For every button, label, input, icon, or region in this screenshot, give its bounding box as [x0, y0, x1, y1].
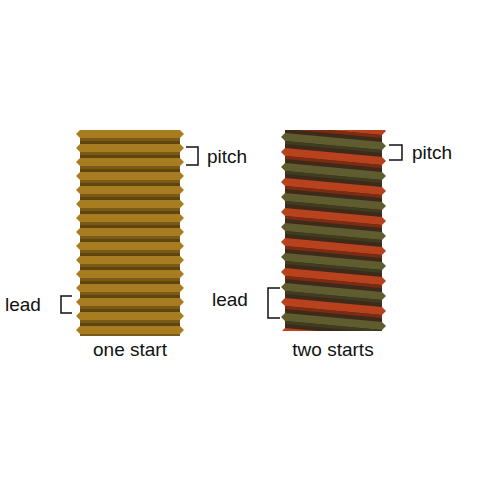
thread-flank: [80, 180, 180, 183]
thread-flank: [285, 156, 382, 168]
thread-flank: [285, 130, 382, 138]
thread-crest: [76, 326, 184, 334]
thread-crest: [76, 270, 184, 278]
thread-flank: [285, 231, 382, 243]
thread-crest: [76, 186, 184, 194]
thread-flank: [80, 138, 180, 141]
lead-label: lead: [212, 290, 248, 309]
pitch-label: pitch: [412, 143, 452, 162]
lead-label: lead: [5, 295, 41, 314]
thread-flank: [285, 186, 382, 198]
caption-label: one start: [93, 340, 167, 359]
thread-flank: [80, 278, 180, 281]
pitch-label: pitch: [207, 147, 247, 166]
thread-flank: [80, 250, 180, 253]
thread-crest: [76, 284, 184, 292]
pitch-bracket: [389, 145, 402, 160]
thread-flank: [285, 216, 382, 228]
thread-flank: [80, 292, 180, 295]
thread-crest: [76, 200, 184, 208]
thread-flank: [80, 194, 180, 197]
thread-crest: [76, 228, 184, 236]
thread-crest: [76, 312, 184, 320]
thread-crest: [76, 214, 184, 222]
thread-flank: [285, 291, 382, 303]
thread-crest: [76, 242, 184, 250]
thread-flank: [80, 306, 180, 309]
one-start-rod: [76, 130, 184, 336]
thread-flank: [80, 222, 180, 225]
thread-crest: [76, 158, 184, 166]
caption-label: two starts: [292, 340, 373, 359]
thread-crest: [76, 144, 184, 152]
thread-flank: [80, 236, 180, 239]
thread-flank: [285, 246, 382, 258]
thread-flank: [285, 321, 382, 331]
thread-flank: [80, 152, 180, 155]
two-start-rod: [281, 130, 386, 331]
thread-flank: [80, 264, 180, 267]
lead-bracket: [268, 288, 280, 318]
thread-crest: [76, 298, 184, 306]
thread-crest: [76, 172, 184, 180]
thread-flank: [80, 334, 180, 336]
brackets: [61, 145, 402, 318]
thread-flank: [80, 320, 180, 323]
thread-flank: [285, 201, 382, 213]
thread-crest: [76, 130, 184, 138]
thread-flank: [285, 276, 382, 288]
thread-flank: [80, 208, 180, 211]
thread-crest: [76, 256, 184, 264]
pitch-bracket: [186, 147, 198, 165]
thread-flank: [285, 141, 382, 153]
thread-flank: [285, 306, 382, 318]
lead-bracket: [61, 296, 72, 313]
thread-flank: [285, 261, 382, 273]
thread-flank: [80, 166, 180, 169]
thread-flank: [285, 171, 382, 183]
